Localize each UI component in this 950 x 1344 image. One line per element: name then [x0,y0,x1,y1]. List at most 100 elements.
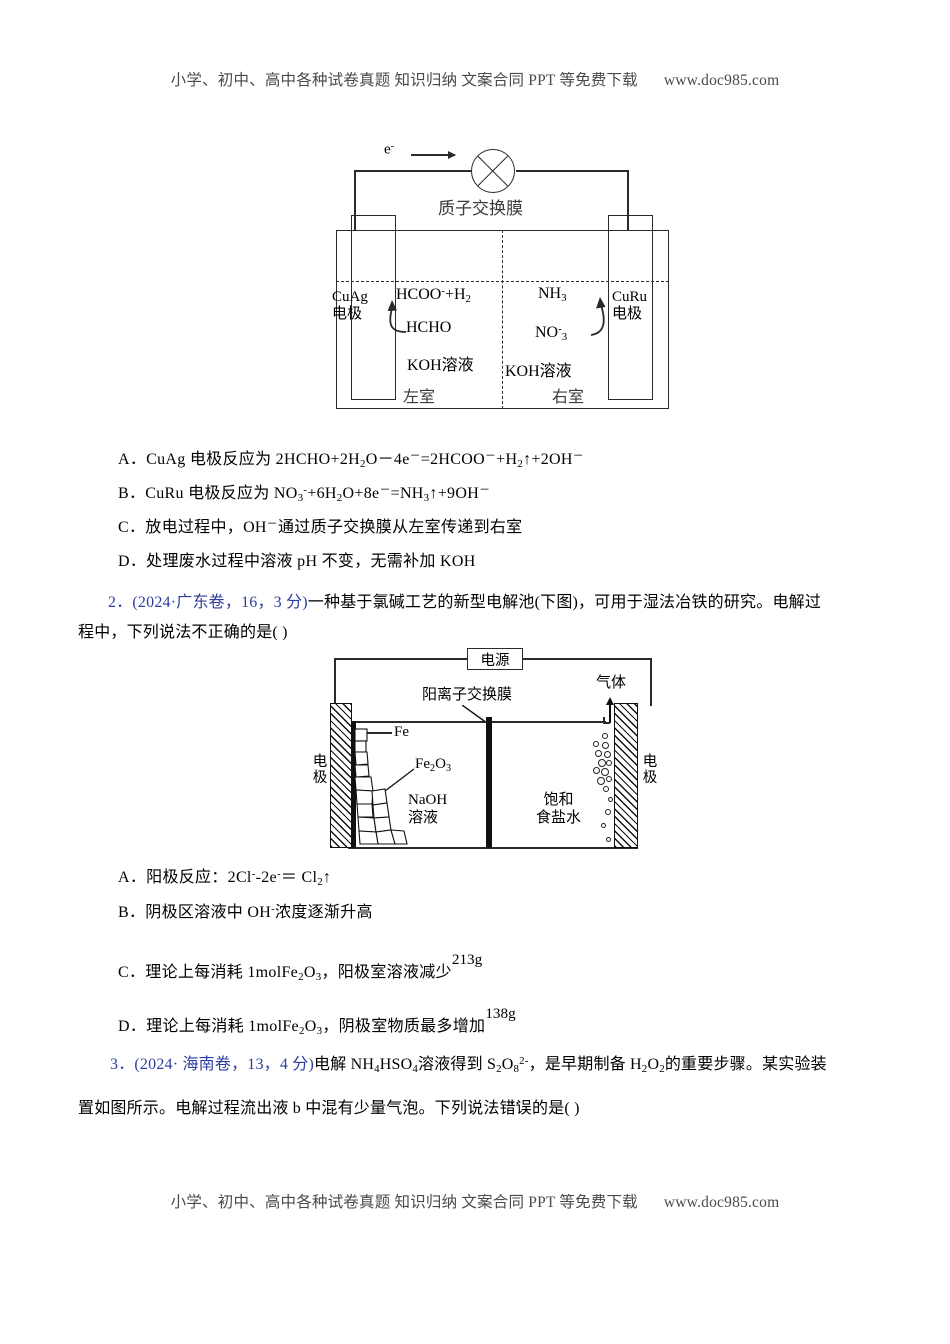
circuit-wire-left-down [354,170,356,231]
q2-option-d-key: D． [118,1017,147,1035]
q2-number: 2． [108,594,133,611]
cation-exchange-membrane [486,717,492,848]
q3-number: 3． [110,1056,135,1073]
left-solution-label: KOH溶液 [407,357,474,374]
q2-option-d: D．理论上每消耗 1molFe2O3，阴极室物质最多增加138g [118,1004,516,1039]
wire-right-top [523,658,651,660]
circuit-wire-right-down [627,170,629,231]
gas-bubble [602,742,609,749]
gas-bubble [598,759,606,767]
left-electrode-strip [352,721,356,848]
left-electrode-label: CuAg 电极 [332,289,368,322]
q3-body-line1: 电解 NH4HSO4溶液得到 S2O82-，是早期制备 H2O2的重要步骤。某实… [314,1055,827,1076]
fe-leader-line [358,732,392,734]
gas-bubble [597,777,605,785]
fe-label: Fe [394,724,409,740]
q2-option-c: C．理论上每消耗 1molFe2O3，阳极室溶液减少213g [118,950,482,985]
gas-label: 气体 [596,675,627,691]
q1-option-d: D．处理废水过程中溶液 pH 不变，无需补加 KOH [118,552,476,572]
power-source-box: 电源 [467,648,523,670]
q3-source: (2024· 海南卷，13，4 分) [134,1056,314,1073]
chamber-divider-dashed-line [502,230,503,409]
cation-membrane-label: 阳离子交换膜 [422,687,513,703]
q2-option-d-text: 理论上每消耗 1molFe2O3，阴极室物质最多增加138g [146,1005,516,1037]
wire-right-vertical [650,658,652,706]
right-electrode-bar [608,215,653,400]
q2-option-b-key: B． [118,904,146,921]
left-reaction-arrow [387,300,407,333]
electron-label: e- [384,141,395,158]
right-electrode-label: CuRu 电极 [612,289,648,322]
gas-bubble [606,776,612,782]
tank-bottom-edge [348,847,638,849]
left-reactant-label: HCHO [406,319,452,336]
q3-body-line2: 置如图所示。电解过程流出液 b 中混有少量气泡。下列说法错误的是( ) [78,1100,580,1117]
wire-left-top [334,658,467,660]
q1-option-a-text: CuAg 电极反应为 2HCHO+2H2O－4e－=2HCOO－+H2↑+2OH… [146,450,584,471]
gas-bubble [603,786,609,792]
right-solution-label: KOH溶液 [505,363,572,380]
gas-bubble [595,750,602,757]
wire-left-vertical [334,658,336,706]
q2-option-a-text: 阳极反应：2Cl--2e-＝ Cl2↑ [146,868,332,889]
q1-option-a: A．CuAg 电极反应为 2HCHO+2H2O－4e－=2HCOO－+H2↑+2… [118,450,584,472]
q2-option-b-text: 阴极区溶液中 OH-浓度逐渐升高 [145,903,373,921]
gas-bubble [608,797,613,802]
gas-bubble [604,751,611,758]
q2-source: (2024·广东卷，16，3 分) [132,594,308,611]
q1-option-b-text: CuRu 电极反应为 NO3-+6H2O+8e－=NH3↑+9OH－ [145,484,491,505]
q2-option-c-text: 理论上每消耗 1molFe2O3，阳极室溶液减少213g [145,951,483,983]
membrane-leader-line [462,705,488,724]
q2-option-b: B．阴极区溶液中 OH-浓度逐渐升高 [118,903,373,923]
footer-watermark-url: www.doc985.com [663,1194,780,1211]
q1-option-a-key: A． [118,451,147,468]
footer-watermark-text: 小学、初中、高中各种试卷真题 知识归纳 文案合同 PPT 等免费下载 [170,1194,638,1211]
q3-stem-line2: 置如图所示。电解过程流出液 b 中混有少量气泡。下列说法错误的是( ) [78,1094,868,1124]
fe2o3-deposit [355,728,408,845]
circuit-wire-right-top [516,170,629,172]
gas-bubble [602,733,608,739]
gas-outlet-bottom [603,722,610,724]
electron-flow-arrow [411,154,455,156]
fe2o3-label: Fe2O3 [415,756,452,774]
gas-bubble [605,809,611,815]
gas-bubble [601,768,609,776]
gas-up-arrow [609,703,611,723]
gas-bubble [606,760,612,766]
right-reaction-arrow [590,297,606,336]
q2-stem: 2．(2024·广东卷，16，3 分)一种基于氯碱工艺的新型电解池(下图)，可用… [108,588,868,618]
gas-bubble [593,767,600,774]
gas-bubble [606,837,611,842]
q1-option-c-key: C． [118,519,146,536]
q2-stem-line2: 程中，下列说法不正确的是( ) [78,618,868,648]
watermark-url: www.doc985.com [663,72,780,89]
left-product-label: HCOO-+H2 [396,285,471,305]
q2-option-a-key: A． [118,869,147,886]
q1-option-b: B．CuRu 电极反应为 NO3-+6H2O+8e－=NH3↑+9OH－ [118,484,490,506]
tank-top-edge [348,721,606,723]
gas-bubble [593,741,599,747]
q2-body-line1: 一种基于氯碱工艺的新型电解池(下图)，可用于湿法冶铁的研究。电解过 [307,594,822,611]
naoh-label: NaOH 溶液 [408,792,448,827]
right-chamber-label: 右室 [552,389,585,406]
q2-option-a: A．阳极反应：2Cl--2e-＝ Cl2↑ [118,868,331,890]
gas-bubble [601,823,606,828]
q1-option-d-text: 处理废水过程中溶液 pH 不变，无需补加 KOH [146,553,476,570]
q1-option-b-key: B． [118,485,146,502]
lamp-icon [471,149,515,193]
left-electrode-label: 电 极 [312,754,328,786]
electrolysis-cell-diagram: 电源 阳离子交换膜 气体 电 极 [312,645,684,860]
brine-label: 饱和 食盐水 [536,792,582,827]
right-electrode-label: 电 极 [642,754,658,786]
circuit-wire-left-top [354,170,471,172]
watermark-text: 小学、初中、高中各种试卷真题 知识归纳 文案合同 PPT 等免费下载 [170,72,638,89]
gas-outlet-left [603,717,605,723]
q1-option-c-text: 放电过程中，OH－通过质子交换膜从左室传递到右室 [145,518,523,536]
q3-stem: 3．(2024· 海南卷，13，4 分)电解 NH4HSO4溶液得到 S2O82… [110,1050,880,1080]
left-chamber-label: 左室 [403,389,436,406]
footer-watermark: 小学、初中、高中各种试卷真题 知识归纳 文案合同 PPT 等免费下载 www.do… [0,1190,950,1212]
q1-option-d-key: D． [118,553,147,570]
q1-option-c: C．放电过程中，OH－通过质子交换膜从左室传递到右室 [118,518,523,538]
left-electrode [330,703,352,848]
